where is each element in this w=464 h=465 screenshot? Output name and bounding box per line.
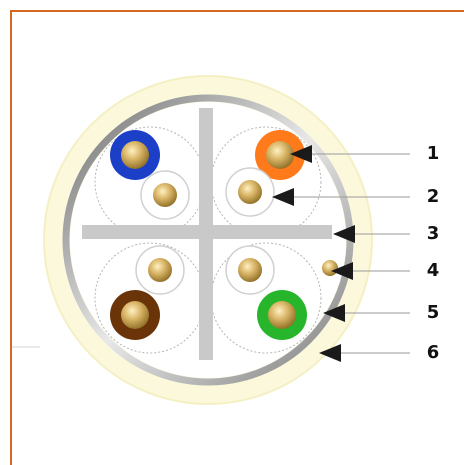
- callout-label-6: 6: [423, 343, 443, 363]
- wire-white-green: [226, 246, 274, 294]
- cross-separator-vertical: [199, 108, 213, 360]
- callout-label-2: 2: [423, 187, 443, 207]
- callout-label-4: 4: [423, 261, 443, 281]
- callout-label-5: 5: [423, 303, 443, 323]
- wire-white-brown: [136, 246, 184, 294]
- callout-label-3: 3: [423, 224, 443, 244]
- wire-white-orange: [226, 168, 274, 216]
- drain-wire: [322, 260, 338, 276]
- wire-blue: [110, 130, 160, 180]
- wire-brown: [110, 290, 160, 340]
- wire-white-blue: [141, 171, 189, 219]
- callout-label-1: 1: [423, 144, 443, 164]
- wire-green: [257, 290, 307, 340]
